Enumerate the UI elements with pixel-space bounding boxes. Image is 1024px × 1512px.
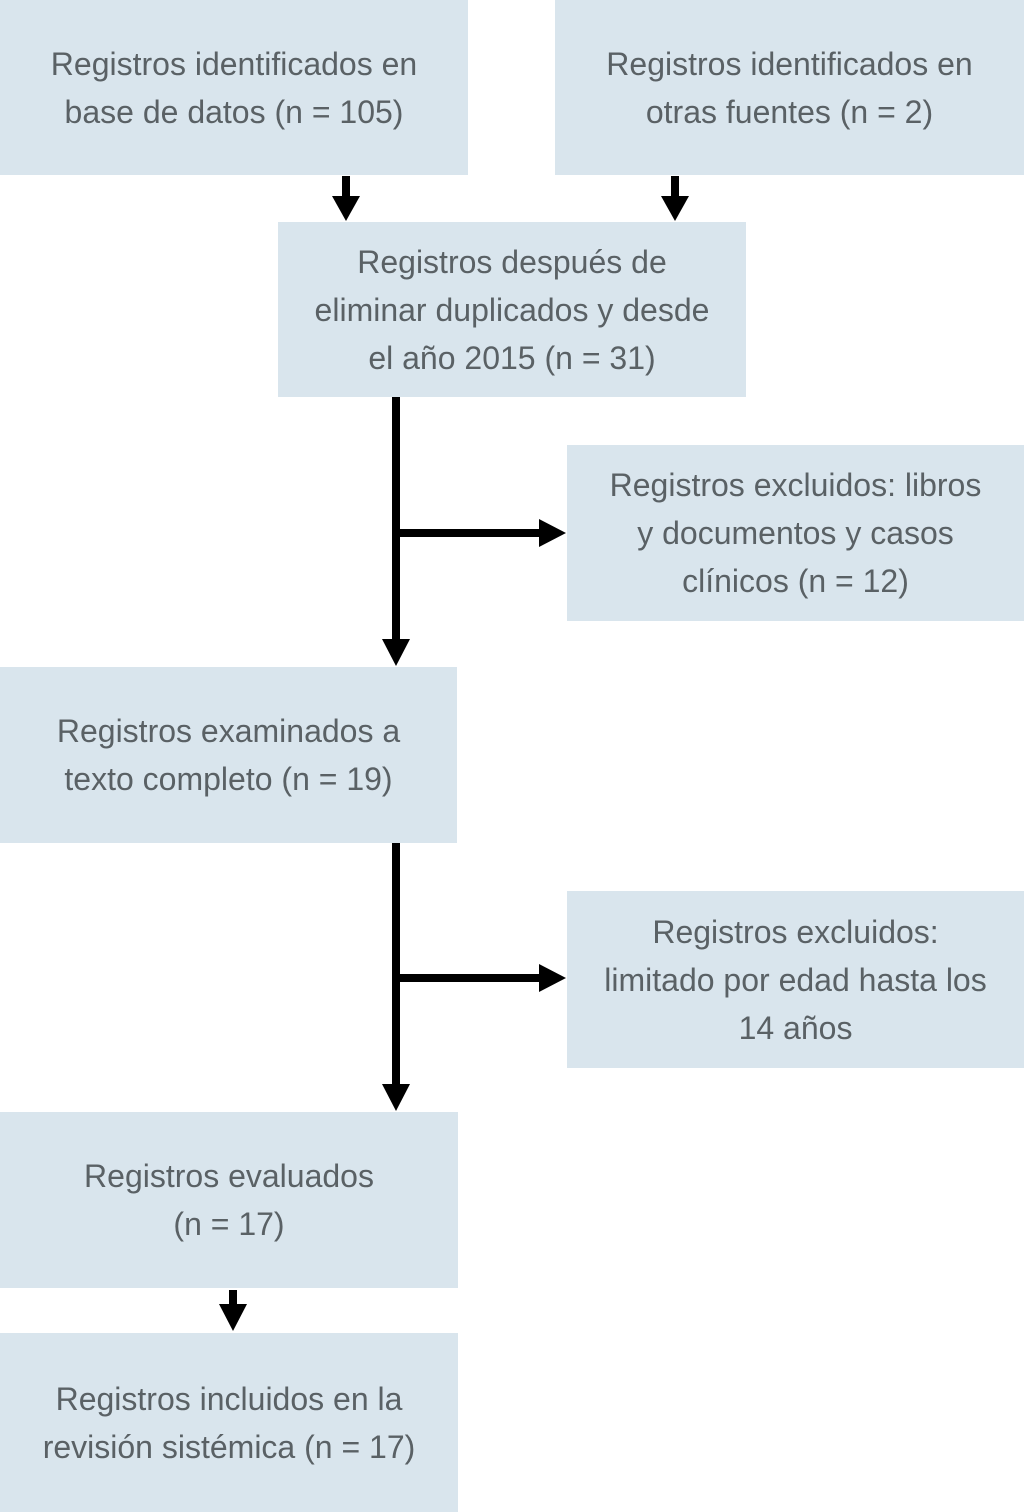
box-text-line: Registros excluidos:: [652, 913, 939, 950]
flow-box-excluded-books: Registros excluidos: libros y documentos…: [567, 445, 1024, 621]
arrow-identified-db-down-icon: [332, 176, 360, 221]
box-text-line: Registros excluidos: libros: [609, 467, 982, 503]
flow-box-identified-other-sources: Registros identificados en otras fuentes…: [555, 0, 1024, 175]
box-text-line: Registros evaluados: [84, 1158, 374, 1194]
flow-box-evaluated: Registros evaluados (n = 17): [0, 1112, 458, 1288]
box-text-line: texto completo (n = 19): [64, 761, 393, 797]
box-text-line: el año 2015 (n = 31): [368, 339, 656, 376]
box-text-line: revisión sistémica (n = 17): [42, 1428, 416, 1465]
box-text-line: Registros identificados en: [606, 45, 973, 82]
box-text-line: (n = 17): [173, 1206, 285, 1242]
box-text-line: otras fuentes (n = 2): [645, 93, 934, 130]
arrow-branch-excluded-books-icon: [392, 519, 566, 547]
flow-box-identified-databases: Registros identificados en base de datos…: [0, 0, 468, 175]
arrow-fulltext-down-icon: [382, 843, 410, 1111]
box-text-line: base de datos (n = 105): [64, 93, 404, 130]
box-text-line: eliminar duplicados y desde: [314, 291, 710, 328]
box-text-line: Registros identificados en: [50, 45, 418, 82]
flow-box-included: Registros incluidos en la revisión sisté…: [0, 1333, 458, 1512]
box-text-line: Registros después de: [357, 243, 667, 280]
box-text-line: Registros examinados a: [56, 713, 401, 749]
box-text-line: y documentos y casos: [637, 515, 954, 551]
arrow-identified-other-down-icon: [661, 176, 689, 221]
box-text-line: limitado por edad hasta los: [604, 961, 987, 998]
flow-box-excluded-age: Registros excluidos: limitado por edad h…: [567, 891, 1024, 1068]
box-text-line: 14 años: [738, 1009, 853, 1046]
flow-box-fulltext-screened: Registros examinados a texto completo (n…: [0, 667, 457, 843]
arrow-branch-excluded-age-icon: [392, 964, 566, 992]
arrow-evaluated-down-icon: [219, 1290, 247, 1331]
flow-box-after-duplicates: Registros después de eliminar duplicados…: [278, 222, 746, 397]
arrow-after-duplicates-down-icon: [382, 397, 410, 666]
box-text-line: clínicos (n = 12): [682, 563, 909, 599]
box-text-line: Registros incluidos en la: [55, 1380, 403, 1417]
